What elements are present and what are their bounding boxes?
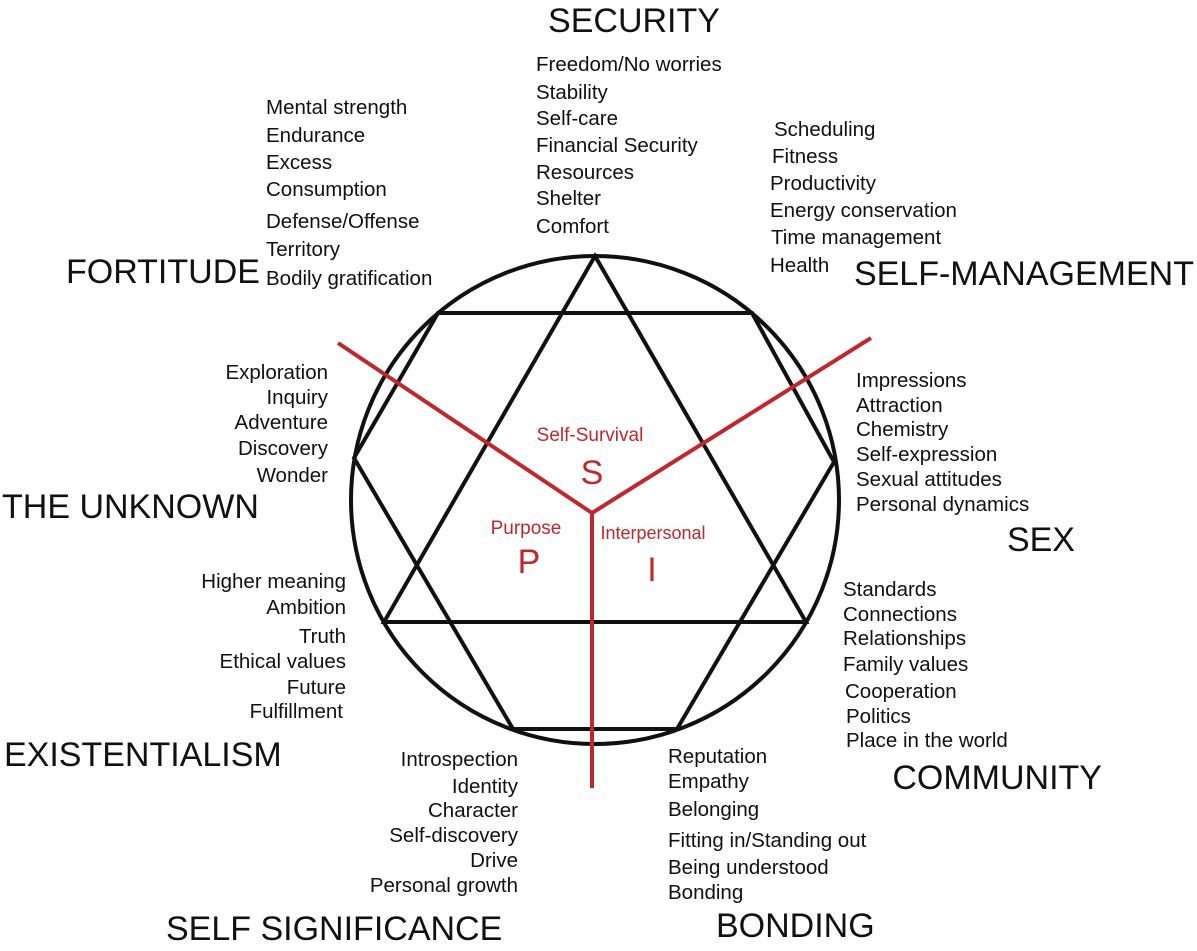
list-item: Financial Security (536, 134, 699, 157)
heading-fortitude: FORTITUDE (66, 253, 260, 291)
list-item: Place in the world (846, 729, 1008, 752)
enneagram-figure (349, 251, 841, 746)
list-item: Excess (266, 151, 332, 174)
inner-triangle (380, 251, 810, 624)
heading-self-significance: SELF SIGNIFICANCE (166, 910, 502, 948)
hexad (351, 311, 837, 731)
list-item: Drive (470, 849, 518, 872)
list-item: Inquiry (266, 386, 328, 409)
list-item: Adventure (235, 411, 328, 434)
interpersonal-letter: I (647, 551, 656, 589)
list-item: Productivity (770, 172, 877, 195)
list-item: Defense/Offense (266, 210, 419, 233)
list-item: Self-discovery (389, 824, 518, 847)
list-item: Self-expression (856, 443, 997, 466)
list-item: Consumption (266, 178, 387, 201)
list-item: Being understood (668, 856, 829, 879)
list-item: Personal dynamics (856, 493, 1029, 516)
list-item: Sexual attitudes (856, 468, 1002, 491)
security-list: Freedom/No worries Stability Self-care F… (536, 53, 722, 238)
divider-left (336, 341, 594, 515)
list-item: Shelter (536, 187, 601, 210)
list-item: Time management (771, 226, 941, 249)
list-item: Bodily gratification (266, 267, 432, 290)
list-item: Personal growth (370, 874, 518, 897)
self-survival-label: Self-Survival (537, 425, 644, 446)
list-item: Bonding (668, 881, 743, 904)
list-item: Health (770, 254, 829, 277)
list-item: Relationships (843, 627, 966, 650)
list-item: Reputation (668, 745, 767, 768)
enneagram-circle (349, 254, 841, 746)
list-item: Exploration (225, 361, 328, 384)
list-item: Belonging (668, 798, 759, 821)
list-item: Future (287, 676, 346, 699)
list-item: Connections (843, 603, 957, 626)
list-item: Fulfillment (250, 700, 344, 723)
community-list: Standards Connections Relationships Fami… (843, 578, 1008, 752)
list-item: Chemistry (856, 418, 949, 441)
heading-community: COMMUNITY (892, 759, 1102, 797)
bonding-list: Reputation Empathy Belonging Fitting in/… (668, 745, 867, 904)
list-item: Freedom/No worries (536, 53, 722, 76)
fortitude-list: Mental strength Endurance Excess Consump… (266, 96, 432, 290)
list-item: Self-care (536, 107, 618, 130)
list-item: Attraction (856, 394, 943, 417)
list-item: Endurance (266, 124, 365, 147)
purpose-label: Purpose (491, 518, 562, 539)
heading-existentialism: EXISTENTIALISM (4, 736, 282, 774)
heading-self-management: SELF-MANAGEMENT (854, 255, 1194, 293)
purpose-letter: P (518, 543, 541, 581)
the-unknown-list: Exploration Inquiry Adventure Discovery … (225, 361, 328, 487)
list-item: Territory (266, 238, 341, 261)
self-significance-list: Introspection Identity Character Self-di… (370, 748, 519, 897)
existentialism-list: Higher meaning Ambition Truth Ethical va… (201, 570, 346, 723)
list-item: Family values (843, 653, 968, 676)
list-item: Energy conservation (770, 199, 957, 222)
list-item: Comfort (536, 215, 609, 238)
list-item: Identity (452, 775, 519, 798)
sex-list: Impressions Attraction Chemistry Self-ex… (856, 369, 1029, 516)
list-item: Ethical values (220, 650, 346, 673)
list-item: Truth (299, 625, 346, 648)
list-item: Impressions (856, 369, 967, 392)
list-item: Character (428, 799, 518, 822)
list-item: Resources (536, 161, 634, 184)
list-item: Wonder (257, 464, 329, 487)
heading-security: SECURITY (548, 2, 720, 40)
self-survival-letter: S (581, 454, 604, 492)
heading-sex: SEX (1007, 521, 1075, 559)
list-item: Ambition (266, 596, 346, 619)
list-item: Fitting in/Standing out (668, 829, 867, 852)
list-item: Empathy (668, 770, 750, 793)
list-item: Mental strength (266, 96, 407, 119)
instinct-dividers (336, 336, 873, 788)
list-item: Cooperation (845, 680, 957, 703)
list-item: Higher meaning (201, 570, 346, 593)
list-item: Stability (536, 81, 609, 104)
list-item: Discovery (238, 437, 329, 460)
list-item: Scheduling (774, 118, 875, 141)
list-item: Introspection (401, 748, 518, 771)
divider-right (590, 336, 873, 515)
self-management-list: Scheduling Fitness Productivity Energy c… (770, 118, 957, 277)
heading-bonding: BONDING (716, 907, 875, 945)
list-item: Politics (846, 705, 911, 728)
list-item: Fitness (772, 145, 838, 168)
list-item: Standards (843, 578, 936, 601)
interpersonal-label: Interpersonal (600, 523, 705, 543)
heading-the-unknown: THE UNKNOWN (2, 488, 259, 526)
